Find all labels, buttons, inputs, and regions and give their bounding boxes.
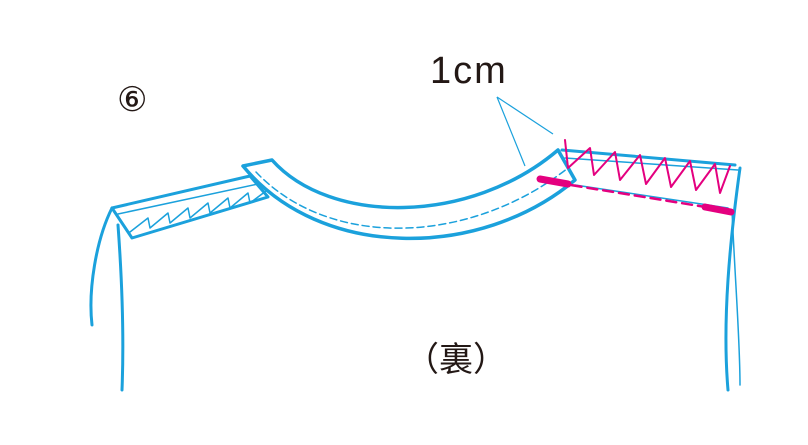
left-shoulder-band [110, 174, 270, 240]
neck-facing-band [241, 148, 577, 241]
shoulder-seam-dashed [538, 178, 732, 213]
wrong-side-label: （裏） [405, 340, 507, 380]
seam-start-mark [536, 175, 572, 188]
left-overlock-stitch [129, 190, 267, 233]
leader-line [496, 96, 554, 135]
left-side-inner-line [116, 223, 125, 392]
neck-facing-stitch-line [255, 167, 569, 229]
seam-end-mark [701, 203, 735, 216]
right-side-inner-line [731, 209, 741, 386]
step-number: ⑥ [117, 80, 148, 120]
leader-line [496, 96, 526, 167]
right-overlock-stitch [564, 139, 731, 194]
left-shoulder-line [117, 183, 259, 215]
right-shoulder-line [564, 157, 739, 171]
right-side-outer-line [724, 166, 742, 392]
seam-allowance-label: 1cm [430, 50, 508, 92]
right-shoulder-top-line [560, 148, 737, 167]
left-side-outer-line [89, 206, 114, 327]
right-shoulder-bottom-line [574, 184, 729, 209]
